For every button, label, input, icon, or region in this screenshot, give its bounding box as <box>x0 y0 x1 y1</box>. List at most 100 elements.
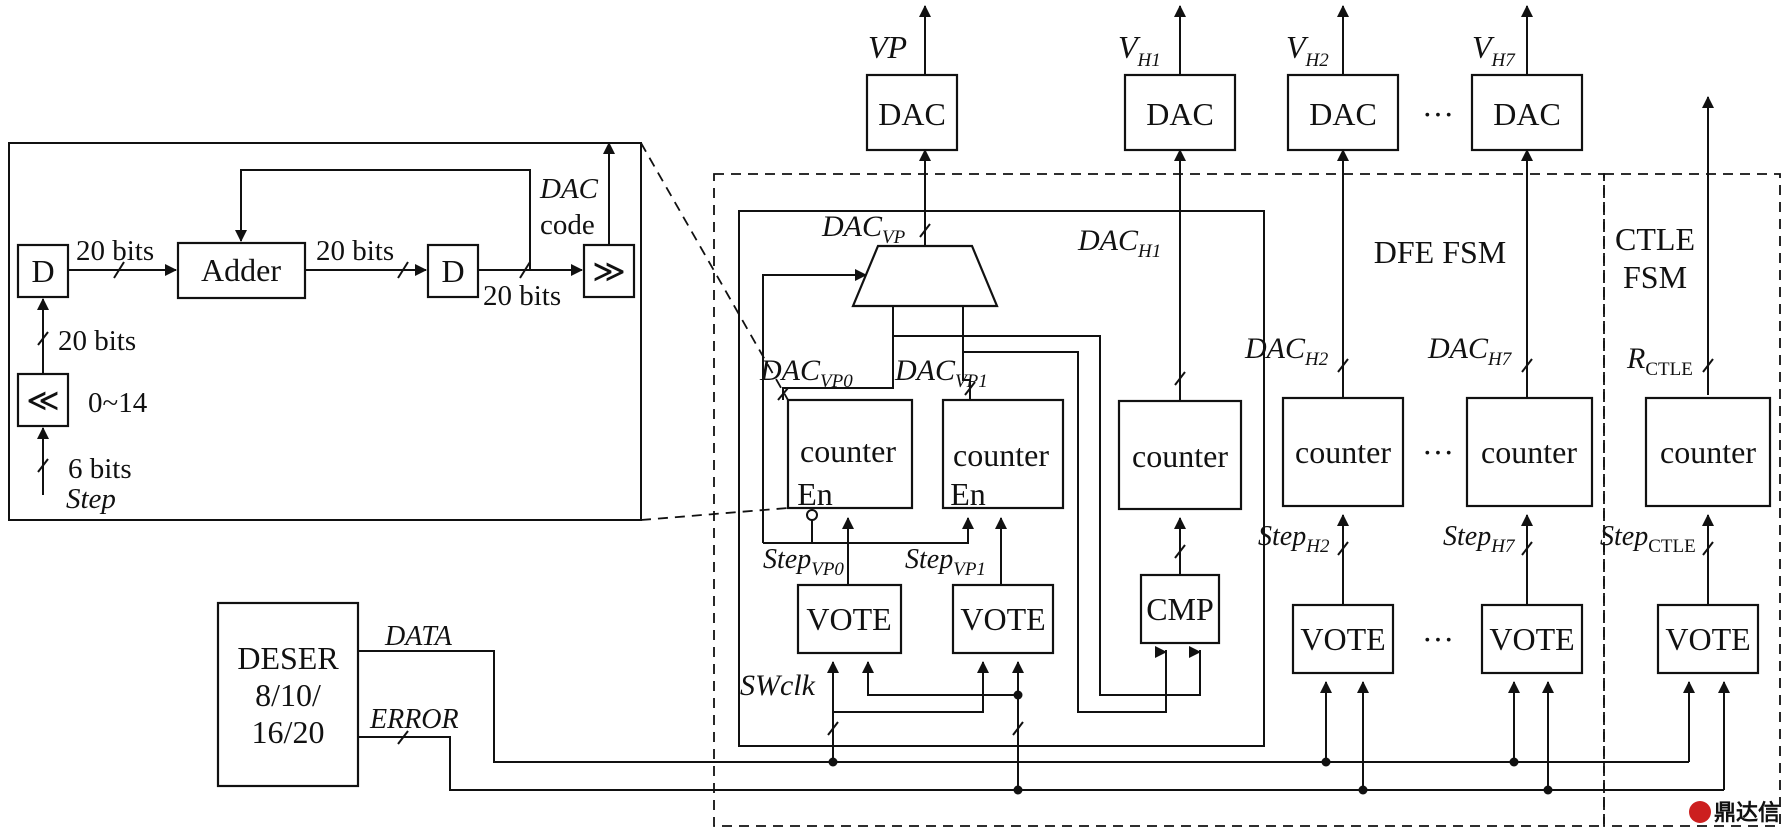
inset-d-register-2: D <box>426 243 480 299</box>
error-bus <box>358 736 1724 791</box>
bus-tick-step-h2 <box>1337 541 1349 556</box>
vote-h2-block: VOTE <box>1291 603 1395 675</box>
inset-bits-label-3: 20 bits <box>483 280 561 312</box>
deser-block: DESER 8/10/ 16/20 <box>216 601 360 788</box>
dac-row-ellipsis: ··· <box>1422 96 1454 132</box>
svg-text:En: En <box>950 476 986 512</box>
svg-text:DAC: DAC <box>1493 96 1561 132</box>
inset-bits-label-6: 6 bits <box>68 453 132 485</box>
svg-text:≪: ≪ <box>26 382 60 418</box>
counter-vp0-block: counter En <box>786 398 914 512</box>
step-h7-label: StepH7 <box>1443 521 1516 557</box>
svg-text:DAC: DAC <box>1146 96 1214 132</box>
svg-text:鼎达信: 鼎达信 <box>1714 800 1780 825</box>
counter-detail-inset <box>8 142 642 521</box>
dac-vp1-label: DACVP1 <box>894 354 988 392</box>
svg-text:Adder: Adder <box>201 252 281 288</box>
dac-vh2-block: DAC <box>1286 73 1400 152</box>
bus-tick-step-h7 <box>1521 541 1533 556</box>
svg-text:counter: counter <box>1660 434 1756 470</box>
junction-data-h7 <box>1509 757 1519 767</box>
dac-h7-label: DACH7 <box>1427 332 1513 370</box>
junction-error-h2 <box>1358 785 1368 795</box>
svg-text:8/10/: 8/10/ <box>255 677 321 713</box>
bus-tick-dac-vp0 <box>777 387 789 401</box>
vh1-output-label: VH1 <box>1118 29 1161 71</box>
vote-vp1-in-data <box>833 661 989 713</box>
junction-error-h7 <box>1543 785 1553 795</box>
svg-text:counter: counter <box>1295 434 1391 470</box>
bus-tick-inset-3 <box>519 261 531 279</box>
dac-vp-label: DACVP <box>821 210 906 248</box>
dfe-fsm-label: DFE FSM <box>1374 234 1507 270</box>
vp0-feedback-wire <box>893 335 1201 696</box>
inset-bits-label-2: 20 bits <box>316 235 394 267</box>
bus-tick-error-deser <box>397 730 409 745</box>
vp-output-label: VP <box>868 29 907 65</box>
svg-text:16/20: 16/20 <box>252 714 325 750</box>
bus-tick-dac-vp <box>919 223 931 238</box>
svg-text:DESER: DESER <box>237 640 339 676</box>
svg-text:En: En <box>797 476 833 512</box>
bus-tick-dac-h7 <box>1521 358 1533 373</box>
svg-text:VOTE: VOTE <box>960 601 1045 637</box>
vote-h7-block: VOTE <box>1480 603 1584 675</box>
bus-tick-step-ctle <box>1702 541 1714 556</box>
vote-vp1-block: VOTE <box>951 583 1055 655</box>
bus-tick-data-vp <box>827 721 839 736</box>
swclk-en-vp0 <box>763 520 813 544</box>
counter-h1-block: counter <box>1117 399 1243 511</box>
bus-tick-inset-1 <box>113 261 125 279</box>
data-label: DATA <box>384 621 453 652</box>
counter-vp1-block: counter En <box>941 398 1065 512</box>
svg-text:≫: ≫ <box>592 253 626 289</box>
counter-row-ellipsis: ··· <box>1422 434 1454 470</box>
counter-ctle-block: counter <box>1644 396 1772 508</box>
step-vp1-label: StepVP1 <box>905 544 986 580</box>
inset-bits-label-4: 20 bits <box>58 325 136 357</box>
rctle-label: RCTLE <box>1626 342 1693 380</box>
svg-text:counter: counter <box>1132 438 1228 474</box>
counter-h7-block: counter <box>1465 396 1594 508</box>
svg-text:counter: counter <box>1481 434 1577 470</box>
inset-dac-label: DAC <box>539 173 599 205</box>
ctle-fsm-label-1: CTLE <box>1615 221 1695 257</box>
svg-text:VOTE: VOTE <box>1300 621 1385 657</box>
bus-tick-dac-h2 <box>1337 358 1349 373</box>
inset-bits-label-1: 20 bits <box>76 235 154 267</box>
cmp-block: CMP <box>1139 573 1221 645</box>
dac-h2-label: DACH2 <box>1244 332 1329 370</box>
svg-text:DAC: DAC <box>878 96 946 132</box>
dac-vh7-block: DAC <box>1470 73 1584 152</box>
junction-data-h2 <box>1321 757 1331 767</box>
inset-code-label: code <box>540 209 595 241</box>
bus-tick-rctle <box>1702 358 1714 373</box>
vh2-output-label: VH2 <box>1286 29 1329 71</box>
ctle-fsm-region <box>1603 173 1781 827</box>
svg-text:CMP: CMP <box>1146 591 1214 627</box>
svg-text:D: D <box>31 253 54 289</box>
inset-zoom-line-top <box>640 142 789 401</box>
inset-shift-left-block: ≪ <box>16 372 70 428</box>
bus-tick-inset-5 <box>37 458 49 473</box>
bus-tick-cmp <box>1174 544 1186 559</box>
bus-tick-inset-4 <box>37 331 49 346</box>
svg-text:DAC: DAC <box>1309 96 1377 132</box>
bus-tick-dac-vp1 <box>964 381 976 396</box>
junction-vp1-error <box>1013 690 1023 700</box>
inset-shift-range-label: 0~14 <box>88 387 148 419</box>
step-vp0-label: StepVP0 <box>763 544 844 580</box>
data-bus <box>358 650 1689 763</box>
bus-tick-inset-2 <box>397 261 409 279</box>
vote-row-ellipsis: ··· <box>1422 621 1454 657</box>
bus-tick-dac-h1 <box>1174 371 1186 386</box>
inset-feedback-loop <box>235 169 531 270</box>
mux-select-wire <box>762 269 867 543</box>
dac-vp0-label: DACVP0 <box>759 354 853 392</box>
inset-step-label: Step <box>66 483 116 515</box>
inset-zoom-line-bottom <box>640 507 789 521</box>
en-inverter-bubble <box>806 509 818 521</box>
vp-mux <box>851 244 999 308</box>
svg-text:VOTE: VOTE <box>1665 621 1750 657</box>
